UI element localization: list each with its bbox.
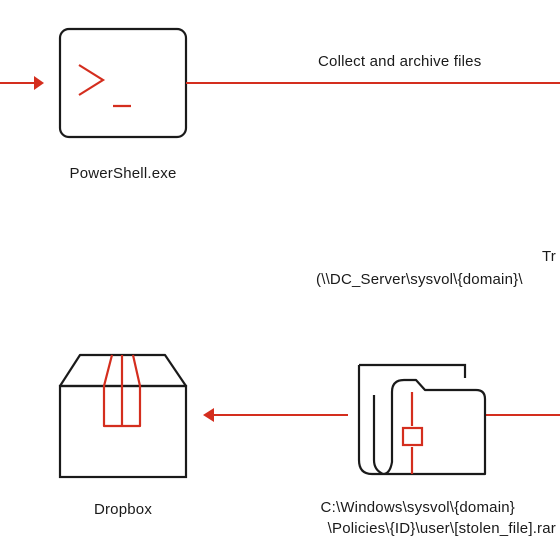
transfer-edge-label-line1: Tr <box>542 248 557 265</box>
transfer-edge-label-line2: (\\DC_Server\sysvol\{domain}\ <box>316 271 523 288</box>
powershell-label: PowerShell.exe <box>69 165 177 182</box>
sysvol-path-line1: C:\Windows\sysvol\{domain} <box>320 499 515 516</box>
terminal-icon <box>58 27 188 139</box>
upload-arrow <box>203 408 348 422</box>
folder-icon <box>357 363 487 476</box>
incoming-arrow <box>0 76 44 90</box>
dropbox-label: Dropbox <box>93 501 153 518</box>
collect-edge-label: Collect and archive files <box>318 53 482 70</box>
box-icon <box>58 353 188 479</box>
sysvol-path-line2: \Policies\{ID}\user\[stolen_file].rar <box>327 520 556 537</box>
